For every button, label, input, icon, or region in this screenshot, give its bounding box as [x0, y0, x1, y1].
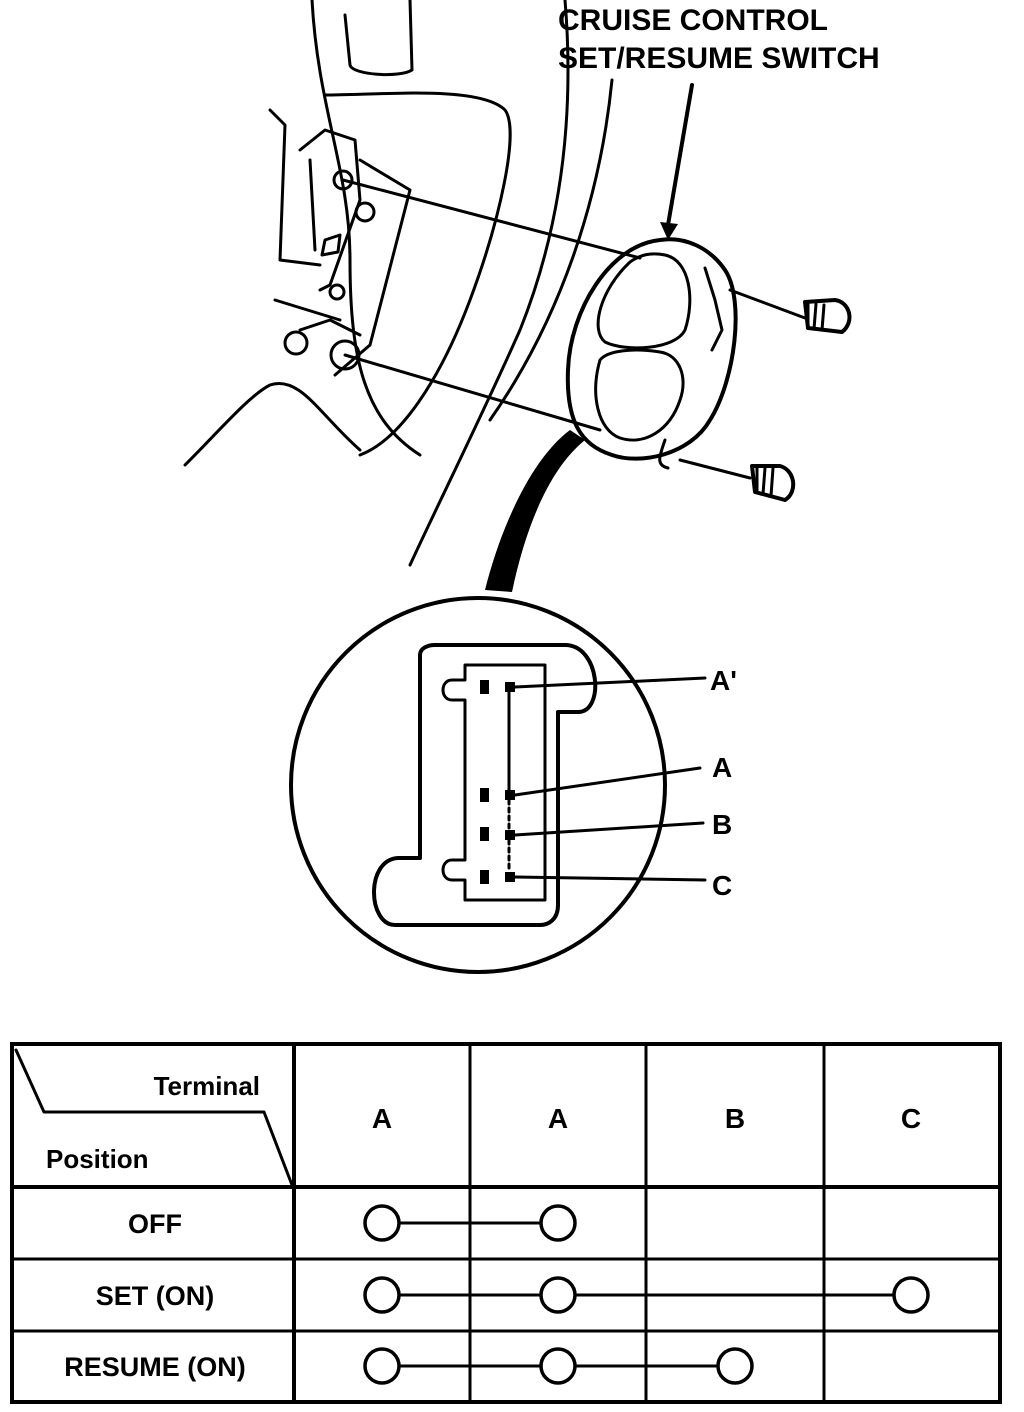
callout-line-1: CRUISE CONTROL: [558, 4, 828, 37]
continuity-table: Terminal Position A A B C OFF SET (ON) RESUME…: [10, 1042, 1002, 1404]
terminal-label-b: B: [712, 809, 732, 840]
continuity-node: [539, 1276, 577, 1314]
row-label-3: RESUME (ON): [64, 1352, 246, 1382]
continuity-node: [363, 1276, 401, 1314]
column-header-1: A: [372, 1103, 392, 1134]
terminal-label-a-prime: A': [710, 665, 737, 696]
continuity-node: [539, 1204, 577, 1242]
corner-terminal-label: Terminal: [154, 1071, 260, 1101]
corner-position-label: Position: [46, 1144, 149, 1174]
column-header-4: C: [901, 1103, 921, 1134]
callout-label: CRUISE CONTROL SET/RESUME SWITCH: [558, 4, 880, 75]
row-labels: OFF SET (ON) RESUME (ON): [64, 1209, 246, 1382]
column-header-2: A: [548, 1103, 568, 1134]
terminal-pins: [480, 680, 515, 884]
callout-line-2: SET/RESUME SWITCH: [558, 42, 880, 75]
continuity-node: [892, 1276, 930, 1314]
continuity-node: [716, 1347, 754, 1385]
steering-wheel-illustration: [183, 0, 852, 592]
continuity-marks: [363, 1204, 930, 1385]
terminal-label-a: A: [712, 752, 732, 783]
row-label-1: OFF: [128, 1209, 182, 1239]
continuity-node: [539, 1347, 577, 1385]
continuity-node: [363, 1204, 401, 1242]
continuity-node: [363, 1347, 401, 1385]
column-header-3: B: [725, 1103, 745, 1134]
connector-detail: A' A B C: [289, 596, 737, 974]
corner-divider: [14, 1048, 294, 1187]
terminal-label-c: C: [712, 870, 732, 901]
row-label-2: SET (ON): [96, 1281, 215, 1311]
connector-detail-circle: [289, 596, 667, 974]
